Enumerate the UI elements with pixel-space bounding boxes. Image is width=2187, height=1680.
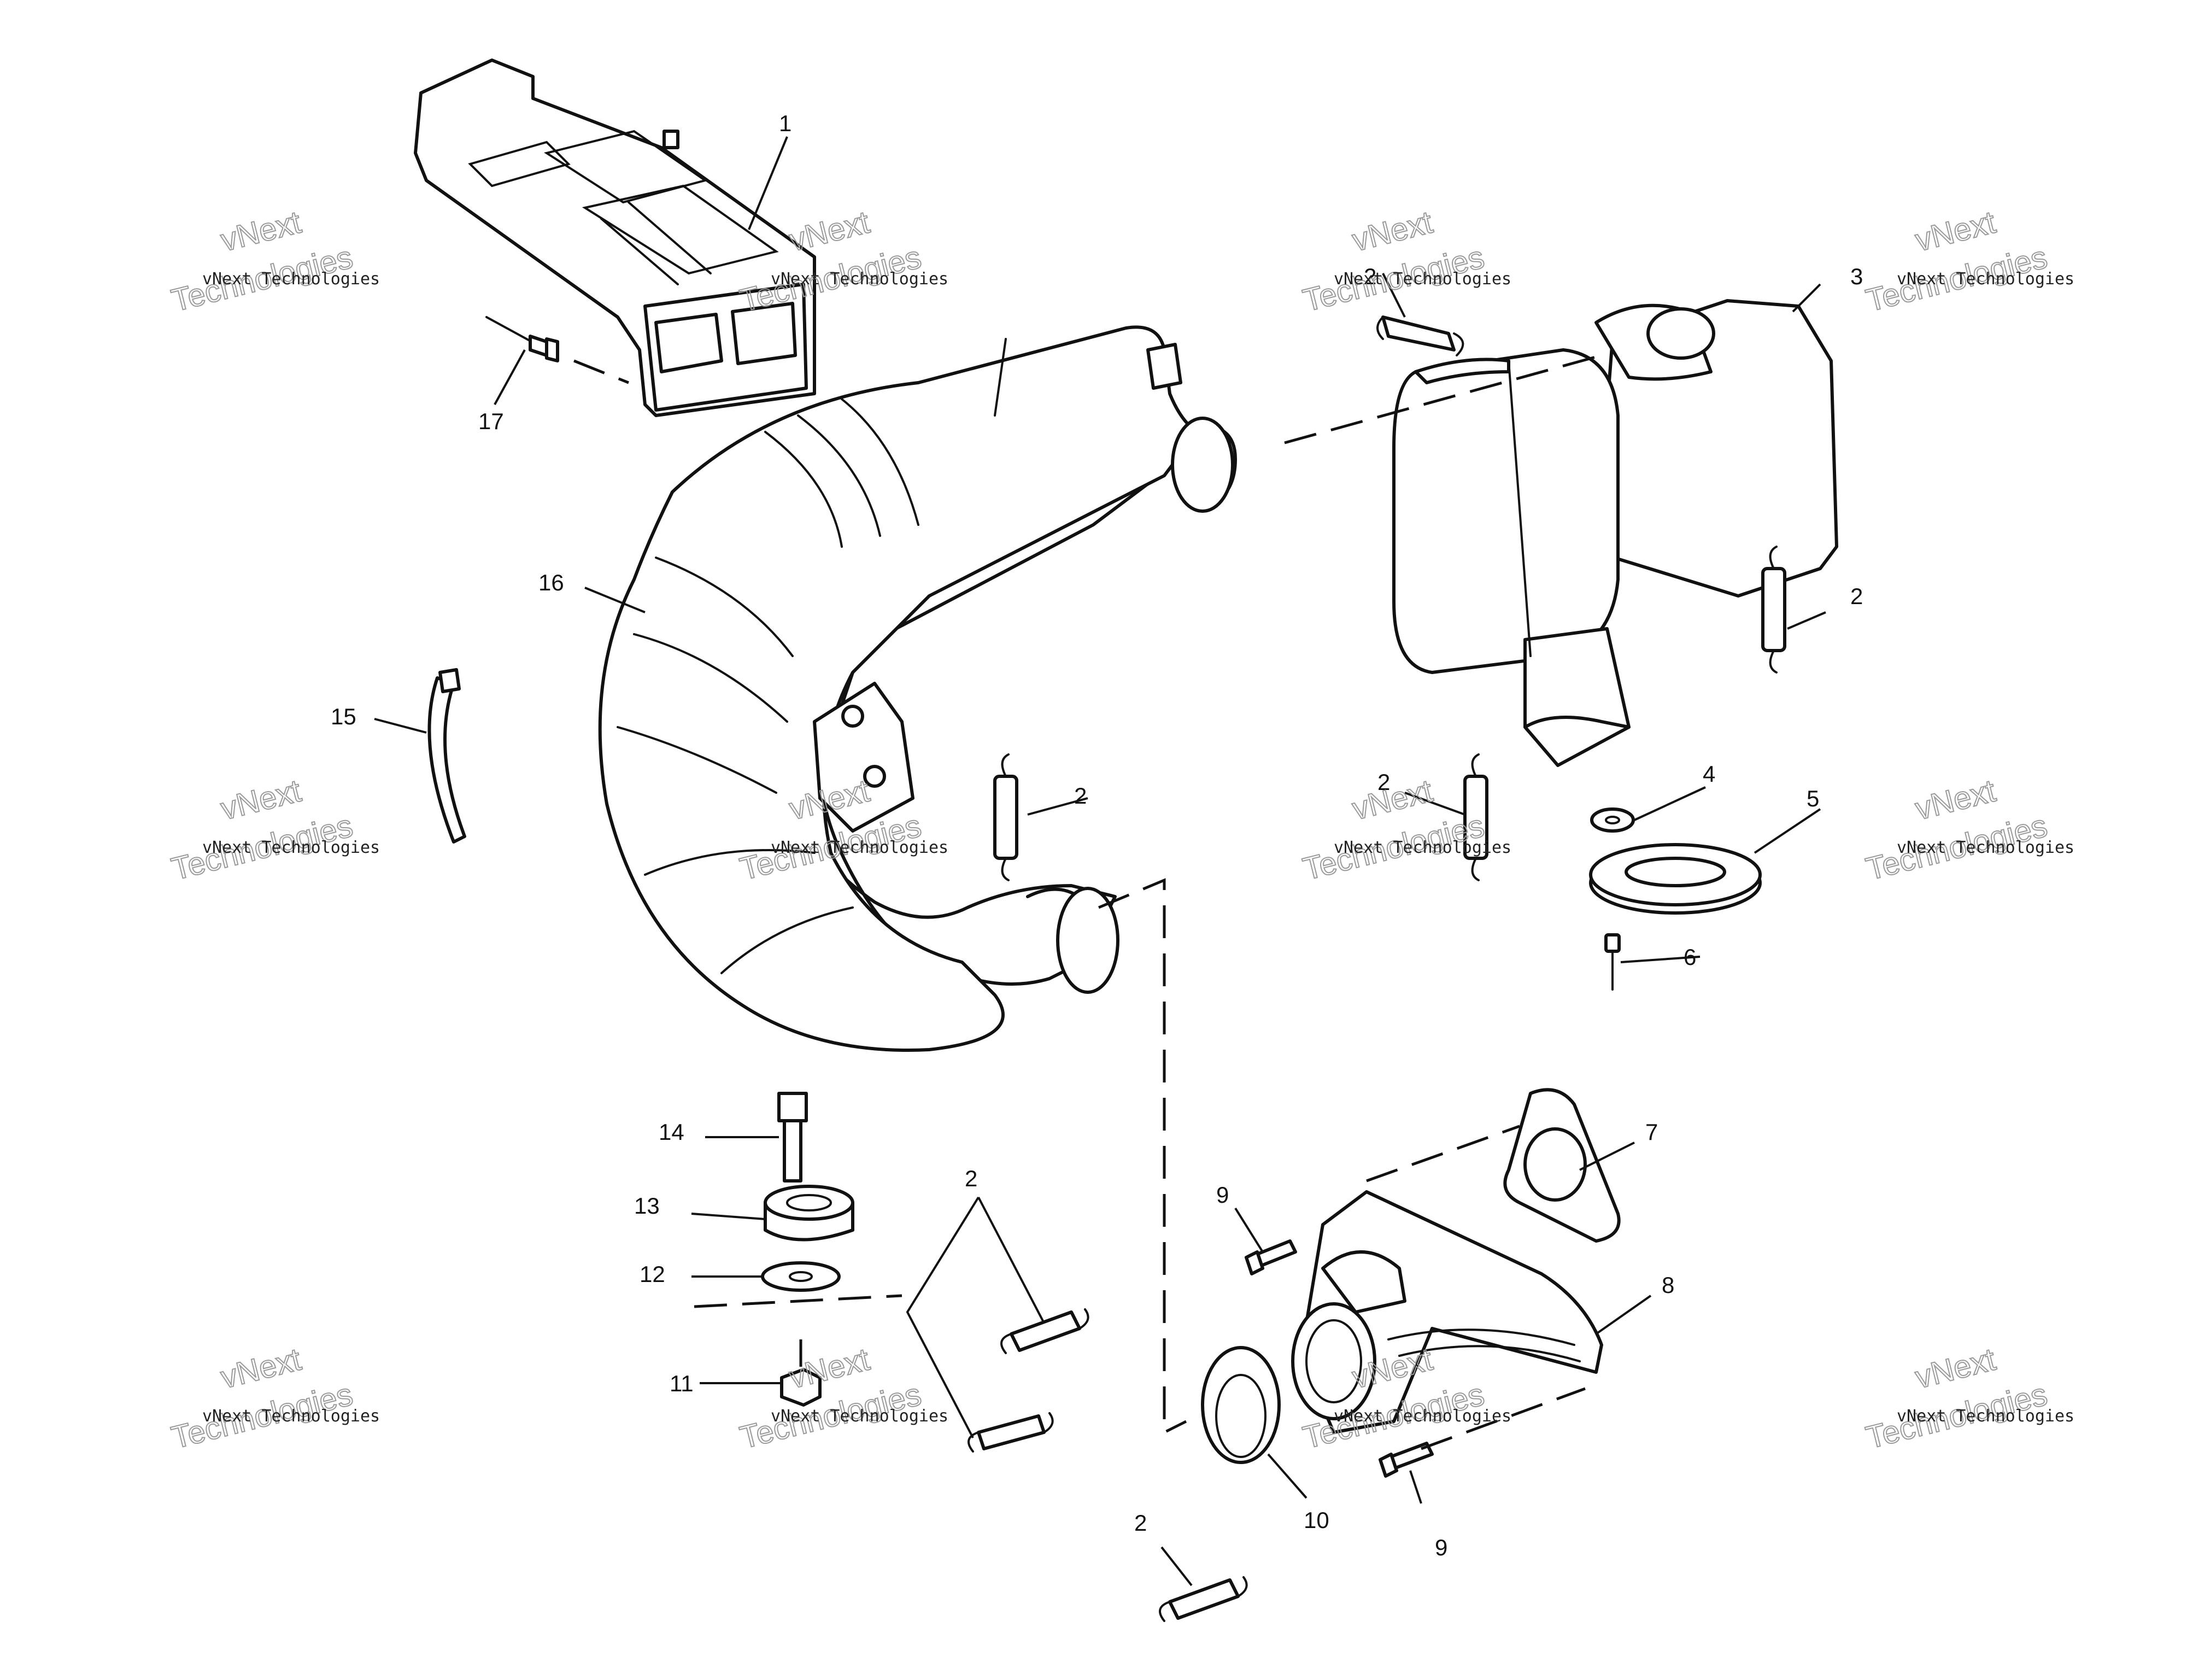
pin-part xyxy=(1604,933,1621,991)
spring-part xyxy=(1000,1308,1089,1354)
watermark-tile: vNext Technologies vNext Technologies xyxy=(167,1341,380,1456)
callout-10: 10 xyxy=(1304,1507,1329,1533)
svg-text:vNext: vNext xyxy=(785,1342,873,1396)
svg-text:vNext Technologies: vNext Technologies xyxy=(202,838,380,857)
watermark-tile: vNext Technologies vNext Technologies xyxy=(1862,1341,2074,1456)
callout-4: 4 xyxy=(1703,761,1715,787)
svg-text:vNext Technologies: vNext Technologies xyxy=(1897,1407,2074,1426)
stud-part xyxy=(1245,1239,1297,1275)
spring-part xyxy=(1376,315,1464,356)
nut-part xyxy=(780,1368,822,1407)
svg-text:vNext: vNext xyxy=(217,204,304,259)
callout-9: 9 xyxy=(1216,1182,1229,1208)
svg-text:vNext: vNext xyxy=(1348,773,1436,827)
exhaust-bracket-part xyxy=(414,58,816,417)
manifold-part xyxy=(1291,1190,1603,1434)
svg-text:vNext Technologies: vNext Technologies xyxy=(202,270,380,289)
callout-2: 2 xyxy=(1134,1510,1147,1536)
svg-text:vNext Technologies: vNext Technologies xyxy=(1897,270,2074,289)
callout-9: 9 xyxy=(1435,1535,1447,1560)
svg-text:vNext Technologies: vNext Technologies xyxy=(771,838,948,857)
watermark-tile: vNext Technologies vNext Technologies xyxy=(167,772,380,888)
callout-6: 6 xyxy=(1684,944,1696,970)
svg-text:vNext Technologies: vNext Technologies xyxy=(1897,838,2074,857)
svg-text:vNext Technologies: vNext Technologies xyxy=(1334,270,1511,289)
callout-8: 8 xyxy=(1662,1272,1674,1298)
grommet-part xyxy=(1589,843,1762,915)
callout-2: 2 xyxy=(1074,783,1087,809)
callout-2: 2 xyxy=(1850,583,1863,609)
callout-11: 11 xyxy=(670,1371,694,1396)
rubber-mount-part xyxy=(764,1185,854,1242)
watermark-tile: vNext Technologies vNext Technologies xyxy=(1862,772,2074,888)
svg-text:vNext: vNext xyxy=(1912,773,1999,827)
spring-part xyxy=(993,753,1018,881)
svg-text:vNext Technologies: vNext Technologies xyxy=(1334,1407,1511,1426)
strap-part xyxy=(427,668,466,844)
svg-text:vNext: vNext xyxy=(1912,1342,1999,1396)
callout-16: 16 xyxy=(538,570,564,595)
svg-text:vNext: vNext xyxy=(785,204,873,259)
callout-15: 15 xyxy=(331,704,356,729)
svg-text:vNext: vNext xyxy=(1348,204,1436,259)
rivet-part xyxy=(485,316,559,362)
bolt-part xyxy=(777,1092,808,1183)
spring-part xyxy=(968,1412,1054,1453)
stud-part xyxy=(1379,1442,1434,1478)
svg-text:vNext Technologies: vNext Technologies xyxy=(202,1407,380,1426)
watermark-tile: vNext Technologies vNext Technologies xyxy=(736,1341,948,1456)
spring-part xyxy=(1463,753,1488,881)
svg-text:vNext Technologies: vNext Technologies xyxy=(771,270,948,289)
svg-text:vNext: vNext xyxy=(217,1342,304,1396)
svg-text:vNext Technologies: vNext Technologies xyxy=(1334,838,1511,857)
callout-1: 1 xyxy=(779,110,791,136)
assembly-lines xyxy=(573,354,1602,1450)
svg-text:vNext: vNext xyxy=(1912,204,1999,259)
watermark-tile: vNext Technologies vNext Technologies xyxy=(1299,204,1511,319)
expansion-chamber-part xyxy=(598,325,1237,1052)
svg-text:vNext: vNext xyxy=(217,773,304,827)
callout-2: 2 xyxy=(965,1166,977,1191)
callout-14: 14 xyxy=(659,1119,684,1145)
callout-2: 2 xyxy=(1364,264,1376,289)
callout-13: 13 xyxy=(634,1193,660,1219)
muffler-part xyxy=(1392,299,1838,767)
washer-part xyxy=(761,1261,841,1292)
svg-text:vNext Technologies: vNext Technologies xyxy=(771,1407,948,1426)
watermark-tile: vNext Technologies vNext Technologies xyxy=(1862,204,2074,319)
leader-lines xyxy=(374,136,1826,1587)
washer-part xyxy=(1590,807,1635,833)
callout-2: 2 xyxy=(1377,769,1390,795)
spring-part xyxy=(1159,1576,1248,1622)
spring-part xyxy=(1761,546,1786,674)
callout-7: 7 xyxy=(1645,1119,1658,1145)
seal-ring-part xyxy=(1201,1346,1281,1464)
callout-17: 17 xyxy=(478,408,504,434)
watermark-tile: vNext Technologies vNext Technologies xyxy=(167,204,380,319)
callout-3: 3 xyxy=(1850,264,1863,289)
callout-12: 12 xyxy=(640,1261,665,1287)
callout-numbers: 1 2 3 2 2 2 4 5 6 7 8 9 9 10 2 2 11 12 1… xyxy=(331,110,1863,1560)
callout-5: 5 xyxy=(1807,786,1819,811)
gasket-part xyxy=(1503,1088,1621,1243)
